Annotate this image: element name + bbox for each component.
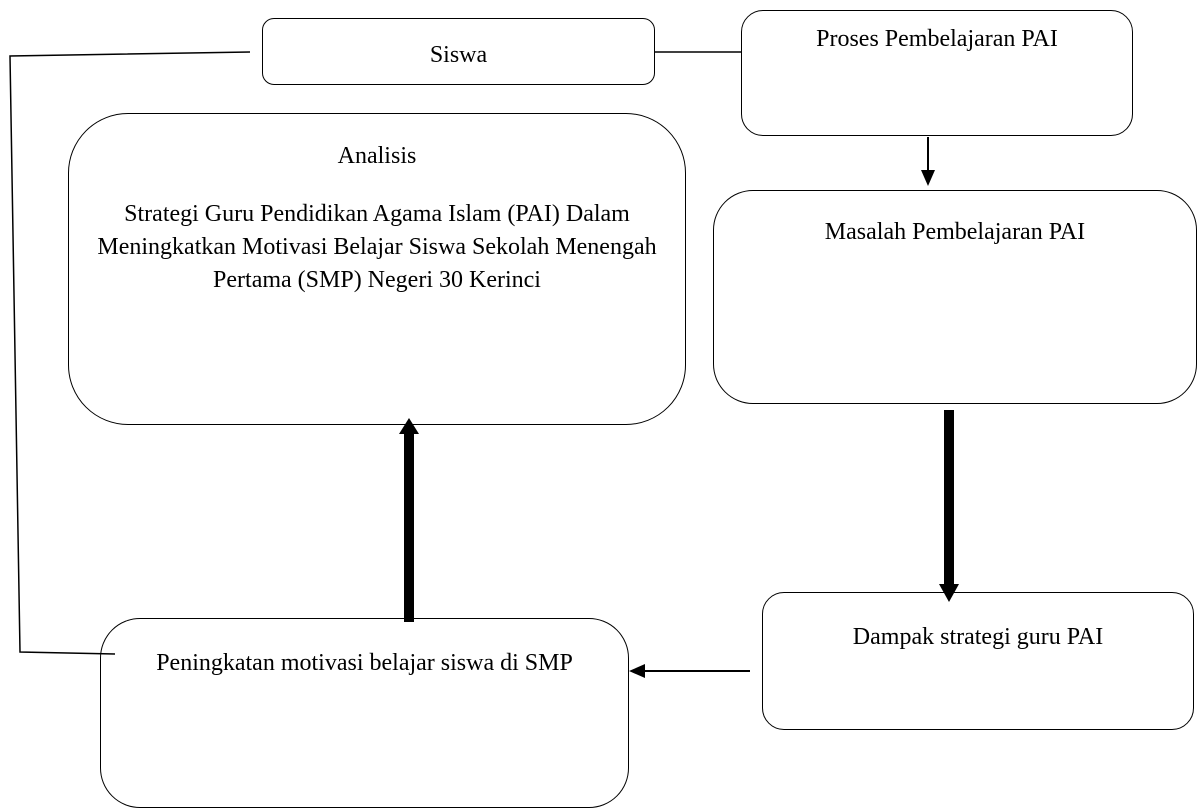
edge-siswa-peningkatan (9, 51, 251, 655)
node-analisis-description: Strategi Guru Pendidikan Agama Islam (PA… (97, 201, 657, 293)
node-siswa: Siswa (262, 18, 655, 85)
node-peningkatan-motivasi: Peningkatan motivasi belajar siswa di SM… (100, 618, 629, 808)
node-masalah-pembelajaran: Masalah Pembelajaran PAI (713, 190, 1197, 404)
node-peningkatan-label: Peningkatan motivasi belajar siswa di SM… (156, 650, 573, 676)
node-dampak-strategi: Dampak strategi guru PAI (762, 592, 1194, 730)
node-masalah-label: Masalah Pembelajaran PAI (824, 219, 1086, 245)
node-dampak-label: Dampak strategi guru PAI (852, 624, 1104, 650)
edge-proses-masalah-arrowhead (921, 170, 935, 186)
edge-dampak-peningkatan-arrowhead (629, 664, 645, 678)
edge-masalah-dampak-arrowhead (939, 584, 959, 602)
node-analisis-title: Analisis (337, 143, 417, 169)
edge-masalah-dampak (944, 410, 954, 586)
node-siswa-label: Siswa (429, 42, 488, 68)
edge-peningkatan-analisis-arrowhead (399, 418, 419, 434)
node-proses-pembelajaran: Proses Pembelajaran PAI (741, 10, 1133, 136)
node-proses-label: Proses Pembelajaran PAI (816, 26, 1058, 52)
node-analisis: Analisis Strategi Guru Pendidikan Agama … (68, 113, 686, 425)
edge-peningkatan-analisis (404, 432, 414, 622)
